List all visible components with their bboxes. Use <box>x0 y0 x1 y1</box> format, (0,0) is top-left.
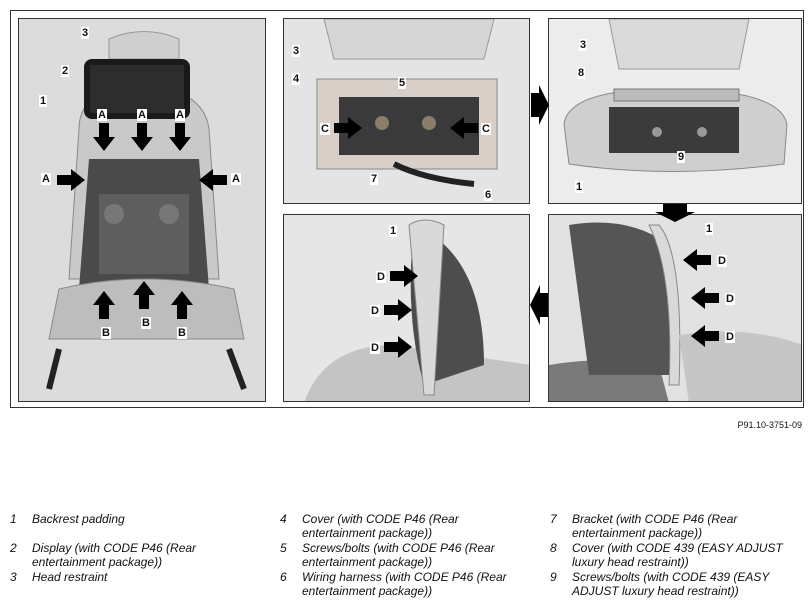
callout-b: B <box>141 317 151 329</box>
callout-a: A <box>231 173 241 185</box>
arrow-markers <box>334 117 478 139</box>
callout-3: 3 <box>81 27 90 39</box>
callout-6: 6 <box>484 189 493 201</box>
flow-arrow-down <box>655 204 695 222</box>
callout-b: B <box>177 327 187 339</box>
arrow-markers <box>57 123 227 319</box>
callout-d: D <box>725 331 735 343</box>
callout-d: D <box>376 271 386 283</box>
legend-item: 6 Wiring harness (with CODE P46 (Rear en… <box>280 570 507 598</box>
callout-8: 8 <box>577 67 586 79</box>
callout-1: 1 <box>575 181 584 193</box>
callout-1: 1 <box>705 223 714 235</box>
arrow-markers <box>683 249 719 347</box>
callout-d: D <box>717 255 727 267</box>
callout-a: A <box>137 109 147 121</box>
illustration-frame <box>10 10 804 408</box>
side-right-illustration <box>549 215 801 401</box>
legend-column-1: 1 Backrest padding 2 Display (with CODE … <box>10 512 260 585</box>
legend-item: 1 Backrest padding <box>10 512 125 526</box>
callout-4: 4 <box>292 73 301 85</box>
flow-arrow-left <box>530 285 548 325</box>
callout-c: C <box>320 123 330 135</box>
legend-item: 5 Screws/bolts (with CODE P46 (Rear ente… <box>280 541 495 569</box>
legend-item: 2 Display (with CODE P46 (Rear entertain… <box>10 541 197 569</box>
callout-d: D <box>725 293 735 305</box>
panel-side-left: 1 D D D <box>283 214 530 402</box>
legend-item: 4 Cover (with CODE P46 (Rear entertainme… <box>280 512 459 540</box>
callout-a: A <box>41 173 51 185</box>
callout-7: 7 <box>370 173 379 185</box>
arrow-markers <box>384 265 418 358</box>
callout-a: A <box>97 109 107 121</box>
callout-d: D <box>370 342 380 354</box>
callout-5: 5 <box>398 77 407 89</box>
legend-item: 9 Screws/bolts (with CODE 439 (EASY ADJU… <box>550 570 770 598</box>
panel-seat-front: 3 2 1 A A A A A B B B <box>18 18 266 402</box>
legend-item: 8 Cover (with CODE 439 (EASY ADJUST luxu… <box>550 541 783 569</box>
callout-d: D <box>370 305 380 317</box>
bracket-detail-illustration <box>549 19 801 203</box>
legend-item: 3 Head restraint <box>10 570 108 584</box>
legend-column-2: 4 Cover (with CODE P46 (Rear entertainme… <box>280 512 540 599</box>
callout-1: 1 <box>389 225 398 237</box>
callout-3: 3 <box>579 39 588 51</box>
figure-reference-code: P91.10-3751-09 <box>737 420 802 430</box>
callout-2: 2 <box>61 65 70 77</box>
callout-c: C <box>481 123 491 135</box>
callout-b: B <box>101 327 111 339</box>
legend-item: 7 Bracket (with CODE P46 (Rear entertain… <box>550 512 738 540</box>
callout-9: 9 <box>677 151 686 163</box>
callout-3: 3 <box>292 45 301 57</box>
callout-1: 1 <box>39 95 48 107</box>
panel-cover-detail: 3 4 5 C C 7 6 <box>283 18 530 204</box>
flow-arrow-right <box>531 85 549 125</box>
callout-a: A <box>175 109 185 121</box>
legend-column-3: 7 Bracket (with CODE P46 (Rear entertain… <box>550 512 800 599</box>
cover-detail-illustration <box>284 19 529 203</box>
panel-side-right: 1 D D D <box>548 214 802 402</box>
panel-bracket-detail: 3 8 9 1 <box>548 18 802 204</box>
